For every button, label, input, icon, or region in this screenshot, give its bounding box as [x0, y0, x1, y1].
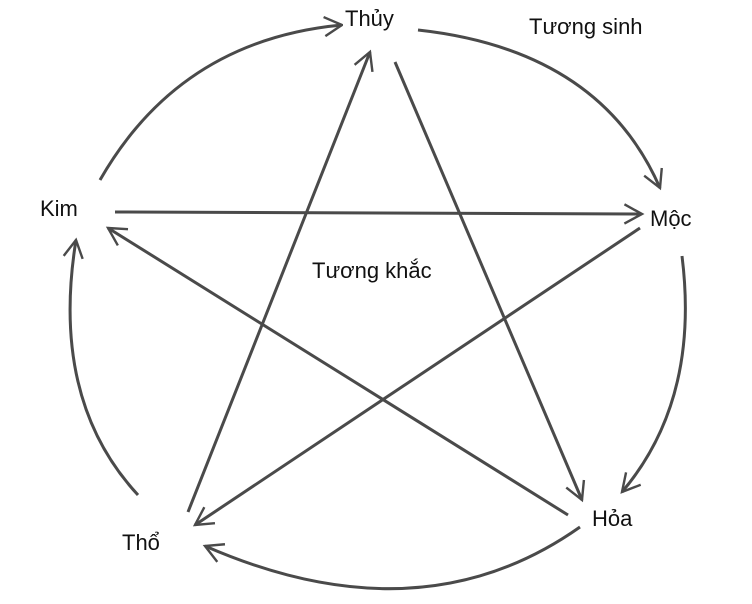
label-water: Thủy [343, 6, 396, 32]
label-overcoming-cycle: Tương khắc [312, 258, 432, 283]
arrow-water-to-fire [393, 61, 586, 503]
label-metal: Kim [38, 196, 80, 222]
arrow-wood-to-fire [620, 255, 687, 494]
arrow-metal-to-water [98, 15, 345, 181]
label-fire: Hỏa [590, 506, 635, 532]
arrow-fire-to-metal [105, 226, 569, 517]
arrow-wood-to-earth [192, 226, 641, 527]
arrow-earth-to-metal [62, 237, 140, 497]
arrow-fire-to-earth [202, 525, 581, 591]
label-wood: Mộc [648, 206, 694, 232]
arrow-earth-to-water [186, 49, 374, 513]
label-earth: Thổ [120, 530, 162, 556]
arrow-metal-to-wood [114, 203, 645, 225]
arrow-water-to-wood [417, 28, 663, 191]
label-generating-cycle: Tương sinh [529, 14, 643, 39]
